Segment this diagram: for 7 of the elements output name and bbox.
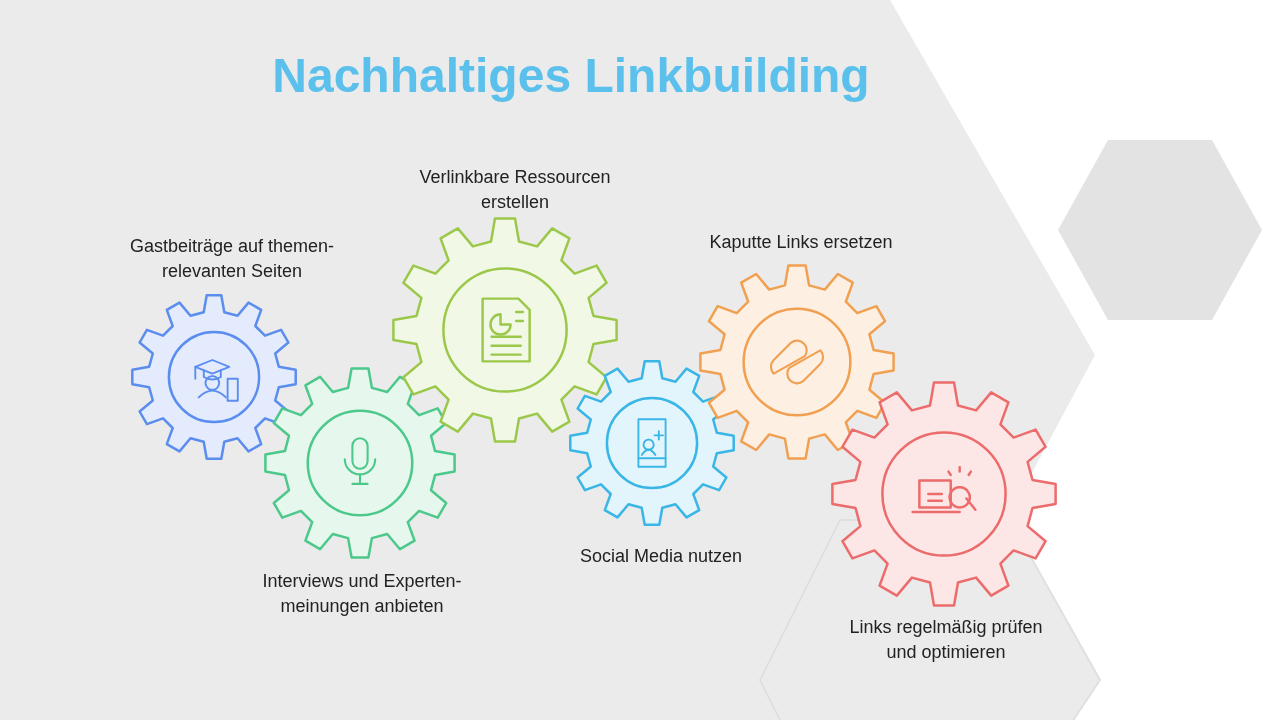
- step-label: Gastbeiträge auf themen- relevanten Seiten: [128, 235, 336, 283]
- step-label: Kaputte Links ersetzen: [708, 230, 894, 254]
- step-label: Verlinkbare Ressourcen erstellen: [418, 166, 612, 214]
- title: Nachhaltiges Linkbuilding: [271, 48, 871, 103]
- step-label: Social Media nutzen: [578, 544, 744, 568]
- step-label: Links regelmäßig prüfen und optimieren: [848, 616, 1044, 664]
- step-label: Interviews und Experten- meinungen anbieten: [261, 570, 463, 618]
